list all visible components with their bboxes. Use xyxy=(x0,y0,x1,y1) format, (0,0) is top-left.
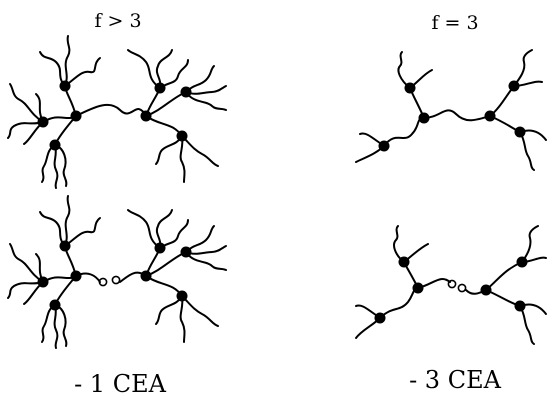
dangling-chain xyxy=(155,209,173,249)
dangling-chain xyxy=(519,131,535,171)
label-minus-3-cea: - 3 CEA xyxy=(409,366,501,394)
dangling-chain xyxy=(185,65,215,93)
backbone-chain xyxy=(485,289,521,307)
dangling-chain xyxy=(53,304,59,349)
crosslink-node xyxy=(374,312,386,324)
network-f-eq-3-intact xyxy=(355,49,547,171)
dangling-chain xyxy=(127,209,161,249)
crosslink-node xyxy=(514,300,526,312)
crosslink-node xyxy=(140,110,152,122)
crosslink-node xyxy=(70,270,82,282)
chain-end-loop xyxy=(111,275,121,285)
chain-end-loop xyxy=(457,283,467,293)
crosslink-node xyxy=(176,290,188,302)
dangling-chain xyxy=(397,51,411,89)
dangling-chain xyxy=(9,243,44,283)
crosslink-node xyxy=(404,82,416,94)
crosslink-node xyxy=(480,284,492,296)
dangling-chain xyxy=(185,245,227,255)
dangling-chain xyxy=(7,281,44,299)
chain-end-loop xyxy=(447,279,457,289)
crosslink-node xyxy=(412,282,424,294)
dangling-chain xyxy=(185,85,227,95)
network-f-gt-3-intact xyxy=(7,35,227,189)
dangling-chain xyxy=(155,135,183,165)
dangling-chain xyxy=(64,57,101,87)
dangling-chain xyxy=(185,251,227,271)
crosslink-node xyxy=(49,139,61,151)
backbone-chain xyxy=(383,109,491,147)
crosslink-node xyxy=(59,240,71,252)
crosslink-node xyxy=(37,276,49,288)
label-minus-1-cea: - 1 CEA xyxy=(74,370,166,398)
dangling-chain xyxy=(64,195,71,247)
crosslink-node xyxy=(418,112,430,124)
dangling-chain xyxy=(185,225,215,253)
dangling-chain xyxy=(179,295,186,343)
dangling-chain xyxy=(9,83,44,123)
crosslink-node xyxy=(49,299,61,311)
backbone-chain xyxy=(485,261,523,291)
backbone-chain xyxy=(379,278,451,319)
dangling-chain xyxy=(179,135,186,183)
dangling-chain xyxy=(159,59,189,89)
crosslink-node xyxy=(180,246,192,258)
crosslink-node xyxy=(516,256,528,268)
backbone-chain xyxy=(489,85,515,117)
crosslink-node xyxy=(37,116,49,128)
crosslink-node xyxy=(140,270,152,282)
dangling-chain xyxy=(521,225,539,263)
dangling-chain xyxy=(155,49,173,89)
dangling-chain xyxy=(127,49,161,89)
dangling-chain xyxy=(53,144,59,189)
dangling-chain xyxy=(181,295,219,327)
crosslink-node xyxy=(378,140,390,152)
dangling-chain xyxy=(519,305,535,345)
dangling-chain xyxy=(41,144,56,183)
dangling-chain xyxy=(159,219,189,249)
crosslink-node xyxy=(514,126,526,138)
crosslink-node xyxy=(154,82,166,94)
label-f-greater-than-3: f > 3 xyxy=(94,10,142,32)
dangling-chain xyxy=(39,51,66,87)
backbone-chain xyxy=(42,103,183,137)
dangling-chain xyxy=(513,49,533,87)
dangling-chain xyxy=(41,304,56,343)
dangling-chain xyxy=(39,211,66,247)
crosslink-node xyxy=(180,86,192,98)
crosslink-node xyxy=(398,256,410,268)
network-f-gt-3-cleaved xyxy=(7,195,227,349)
dangling-chain xyxy=(64,217,101,247)
crosslink-node xyxy=(59,80,71,92)
crosslink-node xyxy=(154,242,166,254)
chain-end-loop xyxy=(98,277,108,287)
label-f-equals-3: f = 3 xyxy=(431,12,479,34)
dangling-chain xyxy=(181,135,219,167)
crosslink-node xyxy=(508,80,520,92)
crosslink-node xyxy=(484,110,496,122)
dangling-chain xyxy=(185,91,227,111)
dangling-chain xyxy=(393,225,405,263)
dangling-chain xyxy=(155,295,183,325)
dangling-chain xyxy=(64,35,71,87)
dangling-chain xyxy=(54,304,68,347)
crosslink-node xyxy=(70,110,82,122)
dangling-chain xyxy=(7,121,44,139)
crosslink-node xyxy=(176,130,188,142)
network-f-eq-3-cleaved xyxy=(355,225,547,345)
dangling-chain xyxy=(54,144,68,187)
